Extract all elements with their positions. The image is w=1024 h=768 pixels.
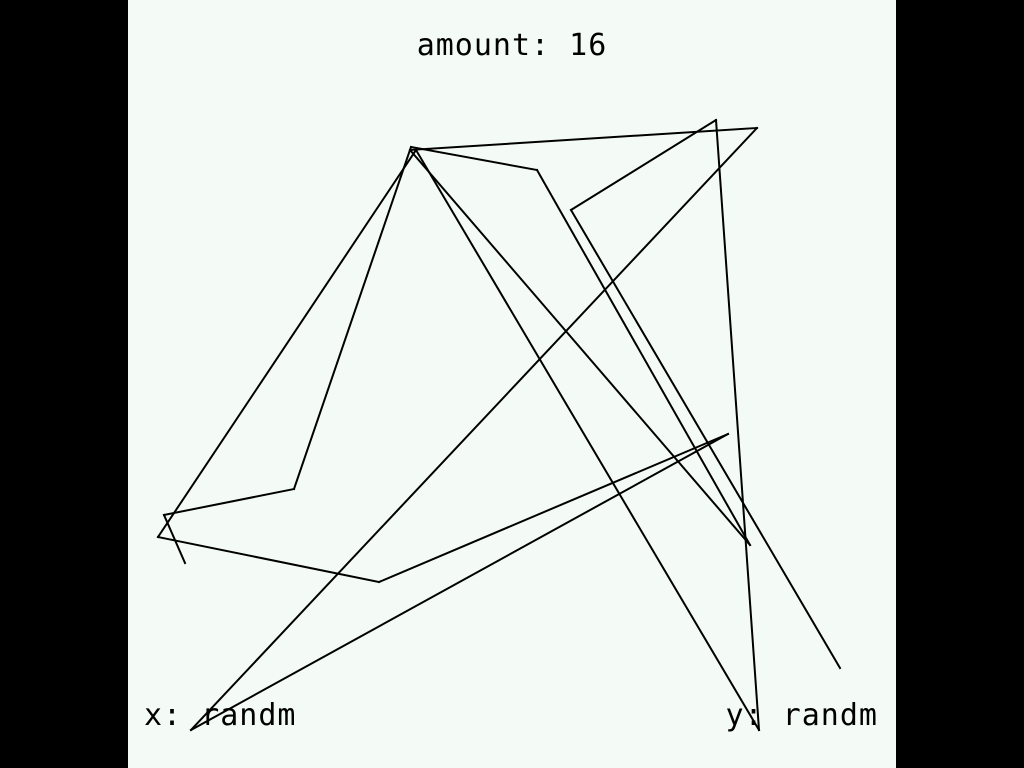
line-segment-3 (292, 145, 413, 491)
line-segment-14 (714, 118, 761, 732)
line-segment-5 (535, 168, 752, 547)
canvas-background (128, 0, 896, 768)
line-segment-7 (408, 126, 759, 152)
line-segment-6 (408, 148, 752, 547)
y-mode-label: y: randm (725, 698, 878, 733)
line-segment-2 (162, 487, 296, 517)
line-segments (156, 118, 842, 732)
line-segment-9 (189, 432, 730, 732)
line-segment-12 (156, 148, 418, 539)
canvas-area[interactable]: amount: 16 x: randm y: randm (128, 0, 896, 768)
x-mode-label: x: randm (144, 698, 297, 733)
line-segment-15 (569, 118, 718, 212)
random-lines-drawing (128, 0, 896, 768)
line-segment-11 (156, 535, 381, 584)
line-segment-4 (409, 145, 539, 172)
line-segment-8 (189, 126, 759, 732)
line-segment-10 (377, 432, 730, 584)
line-segment-16 (569, 208, 842, 670)
amount-label: amount: 16 (416, 28, 608, 63)
line-segment-13 (414, 148, 761, 732)
